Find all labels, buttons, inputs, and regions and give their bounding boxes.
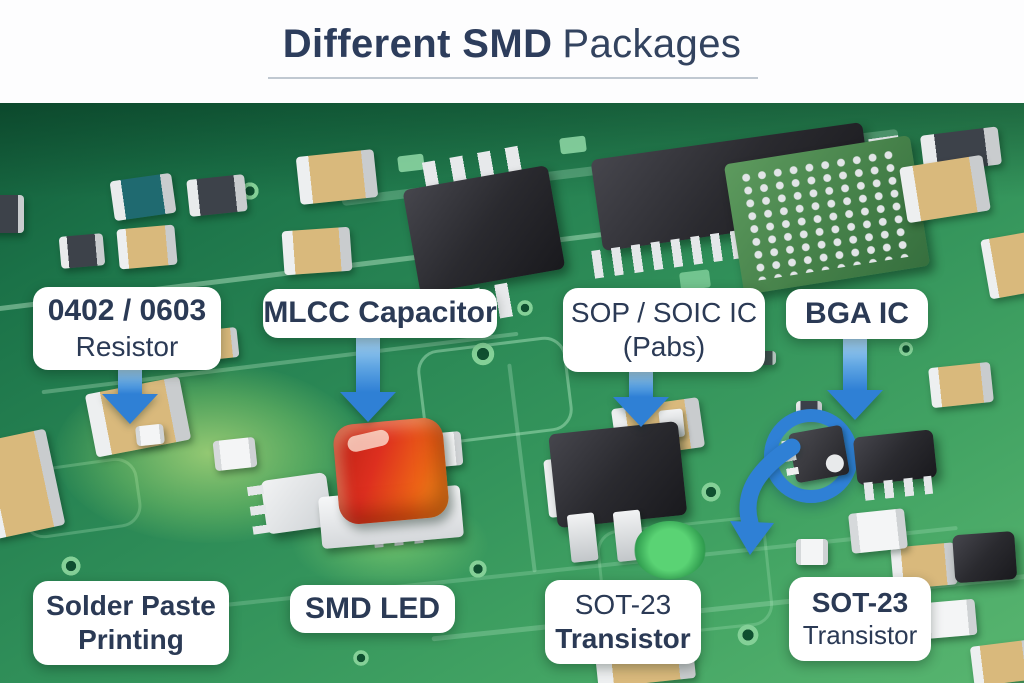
annotation-sot23-left-line1: SOT-23 <box>574 588 672 620</box>
annotation-mlcc: MLCC Capacitor <box>263 289 497 338</box>
small-chip <box>848 508 908 554</box>
arrow-sop <box>613 371 669 427</box>
arrow-mlcc <box>340 337 396 422</box>
annotation-resistor-line1: 0402 / 0603 <box>47 294 207 328</box>
annotation-resistor-line2: Resistor <box>75 330 179 362</box>
annotation-sop: SOP / SOIC IC (Pabs) <box>563 288 765 372</box>
capacitor-chip <box>969 639 1024 683</box>
tantalum-capacitor <box>0 428 66 540</box>
annotation-bga-text: BGA IC <box>805 296 909 330</box>
via <box>470 341 496 367</box>
annotation-sop-line2: (Pabs) <box>622 331 706 362</box>
small-chip <box>796 539 828 565</box>
capacitor-chip <box>928 361 994 409</box>
annotation-sot23-left-line2: Transistor <box>555 623 691 654</box>
annotation-sop-line1: SOP / SOIC IC <box>570 296 758 328</box>
resistor-chip <box>0 195 24 233</box>
title-part-regular: Packages <box>562 22 742 66</box>
capacitor-chip <box>899 154 991 224</box>
arrow-bga <box>827 338 883 420</box>
smd-led <box>331 416 451 526</box>
via <box>736 623 760 647</box>
annotation-sot23-right-line2: Transistor <box>802 620 918 651</box>
capacitor-chip <box>980 230 1024 300</box>
resistor-chip <box>186 174 248 217</box>
annotation-resistor: 0402 / 0603 Resistor <box>33 287 221 370</box>
resistor-chip <box>58 233 106 269</box>
soic8-chip-small <box>852 429 945 504</box>
bga-chip <box>723 135 931 295</box>
via <box>352 649 370 667</box>
capacitor-chip <box>295 149 379 205</box>
small-chip <box>212 436 258 472</box>
title-underline <box>268 77 758 79</box>
annotation-solder-paste: Solder Paste Printing <box>33 581 229 665</box>
via <box>516 299 534 317</box>
pcb-photo: 0402 / 0603 Resistor MLCC Capacitor SOP … <box>0 103 1024 683</box>
via <box>468 559 488 579</box>
title-part-bold: Different SMD <box>282 22 553 66</box>
arrow-curved <box>730 438 801 555</box>
small-chip <box>135 423 165 447</box>
smd-led-glare <box>346 428 391 454</box>
annotation-sot23-right-line1: SOT-23 <box>811 587 909 619</box>
annotation-solder-line1: Solder Paste <box>46 589 216 621</box>
annotation-bga: BGA IC <box>786 289 928 339</box>
via <box>700 481 722 503</box>
annotation-smd-led: SMD LED <box>290 585 455 633</box>
via <box>898 341 914 357</box>
sot23-transistor <box>541 407 707 564</box>
capacitor-chip <box>281 226 353 276</box>
sot-chip <box>950 529 1024 594</box>
annotation-smd-led-text: SMD LED <box>305 591 440 625</box>
resistor-chip <box>109 172 177 222</box>
via <box>60 555 82 577</box>
capacitor-chip <box>116 224 178 270</box>
annotation-mlcc-text: MLCC Capacitor <box>263 296 497 330</box>
annotation-sot23-left: SOT-23 Transistor <box>545 580 701 664</box>
annotation-sot23-right: SOT-23 Transistor <box>789 577 931 661</box>
arrow-resistor <box>102 369 158 424</box>
annotation-solder-line2: Printing <box>78 624 184 655</box>
solder-pad <box>559 135 587 155</box>
